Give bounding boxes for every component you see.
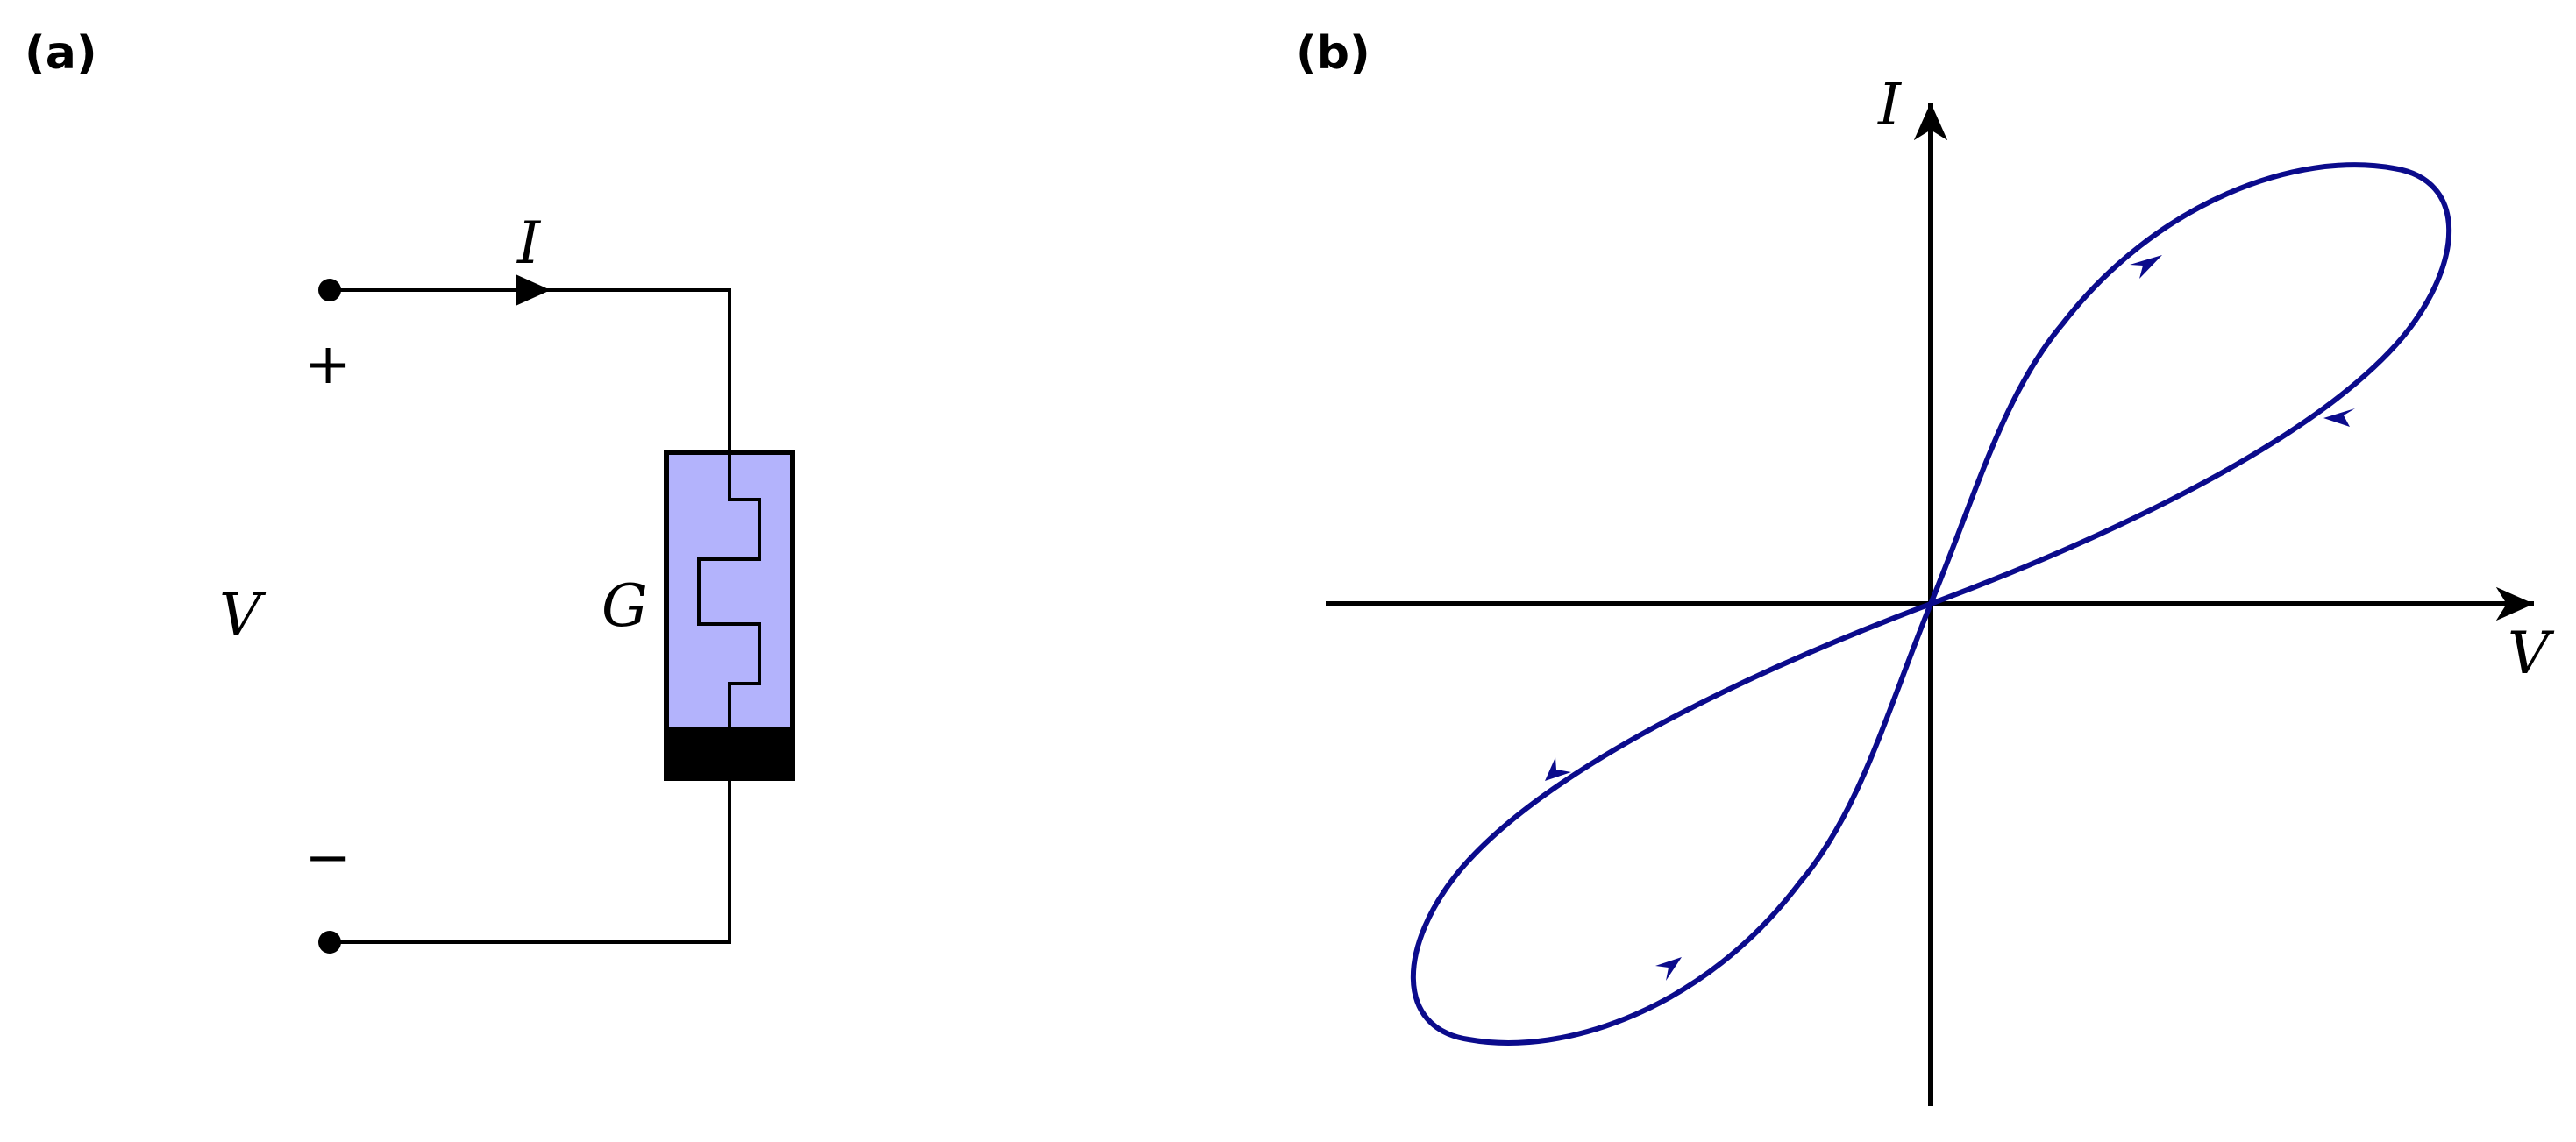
element-label: G bbox=[601, 572, 648, 640]
curve-arrow-upper-falling bbox=[2323, 408, 2355, 427]
voltage-label: V bbox=[219, 581, 267, 649]
minus-sign: − bbox=[304, 826, 352, 890]
device-internal-wire bbox=[697, 452, 761, 729]
curve-lower-lobe bbox=[1410, 601, 1933, 1046]
bottom-wire bbox=[330, 778, 731, 944]
curve-arrow-lower-rising bbox=[1655, 957, 1682, 981]
panel-b-label: (b) bbox=[1296, 27, 1370, 80]
curve-arrow-upper-rising bbox=[2130, 255, 2162, 279]
device-terminal-band bbox=[664, 727, 795, 781]
curve-arrow-lower-falling bbox=[1545, 757, 1571, 781]
current-label: I bbox=[516, 209, 542, 277]
current-arrow bbox=[516, 274, 551, 306]
curve-upper-lobe bbox=[1928, 162, 2452, 606]
panel-b: (b) I V bbox=[1296, 27, 2555, 1106]
top-terminal bbox=[318, 279, 341, 301]
panel-a-label: (a) bbox=[25, 27, 97, 80]
x-axis-label: V bbox=[2508, 620, 2555, 687]
plus-sign: + bbox=[304, 332, 352, 397]
y-axis-label: I bbox=[1877, 71, 1903, 138]
panel-a: (a) I + − V G bbox=[25, 27, 795, 954]
top-wire bbox=[330, 288, 731, 452]
